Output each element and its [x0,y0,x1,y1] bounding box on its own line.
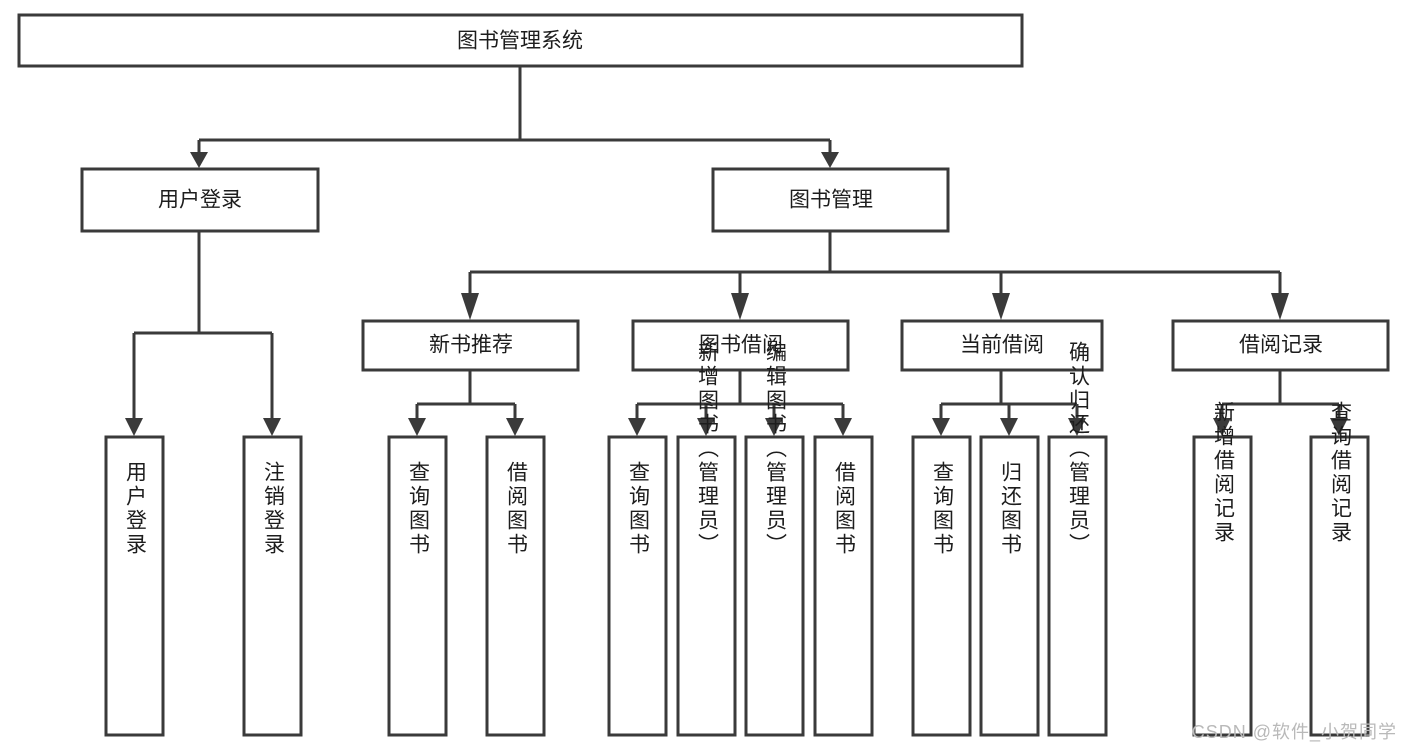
leaf-book-borrow-add[interactable]: 新增图书（管理员） [676,341,737,737]
arrow-bookborrow-leaf-4 [834,418,852,436]
node-user-login-label: 用户登录 [158,189,242,212]
leaf-current-borrow-return-label: 归还图书 [999,461,1023,557]
node-new-book-recommend-label: 新书推荐 [429,334,513,357]
node-book-borrow[interactable]: 图书借阅 [631,319,850,372]
leaf-book-borrow-edit-box[interactable] [744,435,805,737]
leaf-book-borrow-edit-label: 编辑图书（管理员） [764,341,788,557]
node-book-management-label: 图书管理 [789,189,873,212]
arrow-to-bookmgmt [821,152,839,168]
arrow-to-borrowrecord [1271,293,1289,320]
leaf-borrow-record-query-box[interactable] [1309,435,1370,737]
leaf-new-book-borrow-box[interactable] [485,435,546,737]
leaf-new-book-query-box[interactable] [387,435,448,737]
arrow-bookborrow-leaf-2 [697,418,715,436]
leaf-borrow-record-add-label: 新增借阅记录 [1212,401,1236,545]
leaf-current-borrow-confirm-label: 确认归还（管理员） [1067,341,1091,557]
arrow-currentborrow-leaf-2 [1000,418,1018,436]
leaf-user-login-login-label: 用户登录 [124,461,148,557]
leaf-new-book-borrow[interactable]: 借阅图书 [485,435,546,737]
leaf-current-borrow-confirm[interactable]: 确认归还（管理员） [1047,341,1108,737]
arrow-userlogin-leaf-2 [263,418,281,436]
arrow-userlogin-leaf-1 [125,418,143,436]
arrow-to-newbook [461,293,479,320]
leaf-user-login-login[interactable]: 用户登录 [104,435,165,737]
leaf-borrow-record-add[interactable]: 新增借阅记录 [1192,401,1253,737]
leaf-current-borrow-confirm-box[interactable] [1047,435,1108,737]
leaf-book-borrow-borrow-box[interactable] [813,435,874,737]
node-user-login[interactable]: 用户登录 [80,167,320,233]
arrow-to-userlogin [190,152,208,168]
node-root-label: 图书管理系统 [457,30,583,53]
leaf-book-borrow-edit[interactable]: 编辑图书（管理员） [744,341,805,737]
arrow-to-bookborrow [731,293,749,320]
leaf-book-borrow-query-box[interactable] [607,435,668,737]
leaf-borrow-record-add-box[interactable] [1192,435,1253,737]
leaf-new-book-query[interactable]: 查询图书 [387,435,448,737]
arrow-bookborrow-leaf-1 [628,418,646,436]
leaf-user-login-logout-label: 注销登录 [262,461,286,557]
node-borrow-record-label: 借阅记录 [1239,334,1323,357]
arrow-to-currentborrow [992,293,1010,320]
arrow-borrowrecord-leaf-1 [1213,418,1231,436]
node-current-borrow-label: 当前借阅 [960,334,1044,357]
leaf-new-book-borrow-label: 借阅图书 [505,461,529,557]
node-book-borrow-label: 图书借阅 [699,334,783,357]
leaf-borrow-record-query-label: 查询借阅记录 [1329,401,1353,545]
node-current-borrow-box[interactable] [900,319,1104,372]
node-borrow-record-box[interactable] [1171,319,1390,372]
arrow-newbook-leaf-1 [408,418,426,436]
node-root[interactable]: 图书管理系统 [17,13,1024,68]
arrow-borrowrecord-leaf-2 [1330,418,1348,436]
leaf-user-login-login-box[interactable] [104,435,165,737]
leaf-current-borrow-return[interactable]: 归还图书 [979,435,1040,737]
leaf-book-borrow-query[interactable]: 查询图书 [607,435,668,737]
leaf-book-borrow-borrow-label: 借阅图书 [833,461,857,557]
leaf-new-book-query-label: 查询图书 [407,461,431,557]
connectors-group [125,66,1348,436]
node-user-login-box[interactable] [80,167,320,233]
leaf-current-borrow-query-box[interactable] [911,435,972,737]
leaf-book-borrow-add-box[interactable] [676,435,737,737]
node-current-borrow[interactable]: 当前借阅 [900,319,1104,372]
node-book-management-box[interactable] [711,167,950,233]
leaf-book-borrow-borrow[interactable]: 借阅图书 [813,435,874,737]
leaf-borrow-record-query[interactable]: 查询借阅记录 [1309,401,1370,737]
arrow-currentborrow-leaf-1 [932,418,950,436]
node-book-management[interactable]: 图书管理 [711,167,950,233]
leaf-current-borrow-query[interactable]: 查询图书 [911,435,972,737]
node-new-book-recommend-box[interactable] [361,319,580,372]
node-borrow-record[interactable]: 借阅记录 [1171,319,1390,372]
leaf-book-borrow-add-label: 新增图书（管理员） [696,341,720,557]
leaf-current-borrow-return-box[interactable] [979,435,1040,737]
leaf-user-login-logout-box[interactable] [242,435,303,737]
node-root-box[interactable] [17,13,1024,68]
arrow-bookborrow-leaf-3 [765,418,783,436]
leaf-book-borrow-query-label: 查询图书 [627,461,651,557]
arrow-newbook-leaf-2 [506,418,524,436]
node-new-book-recommend[interactable]: 新书推荐 [361,319,580,372]
leaf-current-borrow-query-label: 查询图书 [931,461,955,557]
leaf-user-login-logout[interactable]: 注销登录 [242,435,303,737]
node-book-borrow-box[interactable] [631,319,850,372]
arrow-currentborrow-leaf-3 [1068,418,1086,436]
